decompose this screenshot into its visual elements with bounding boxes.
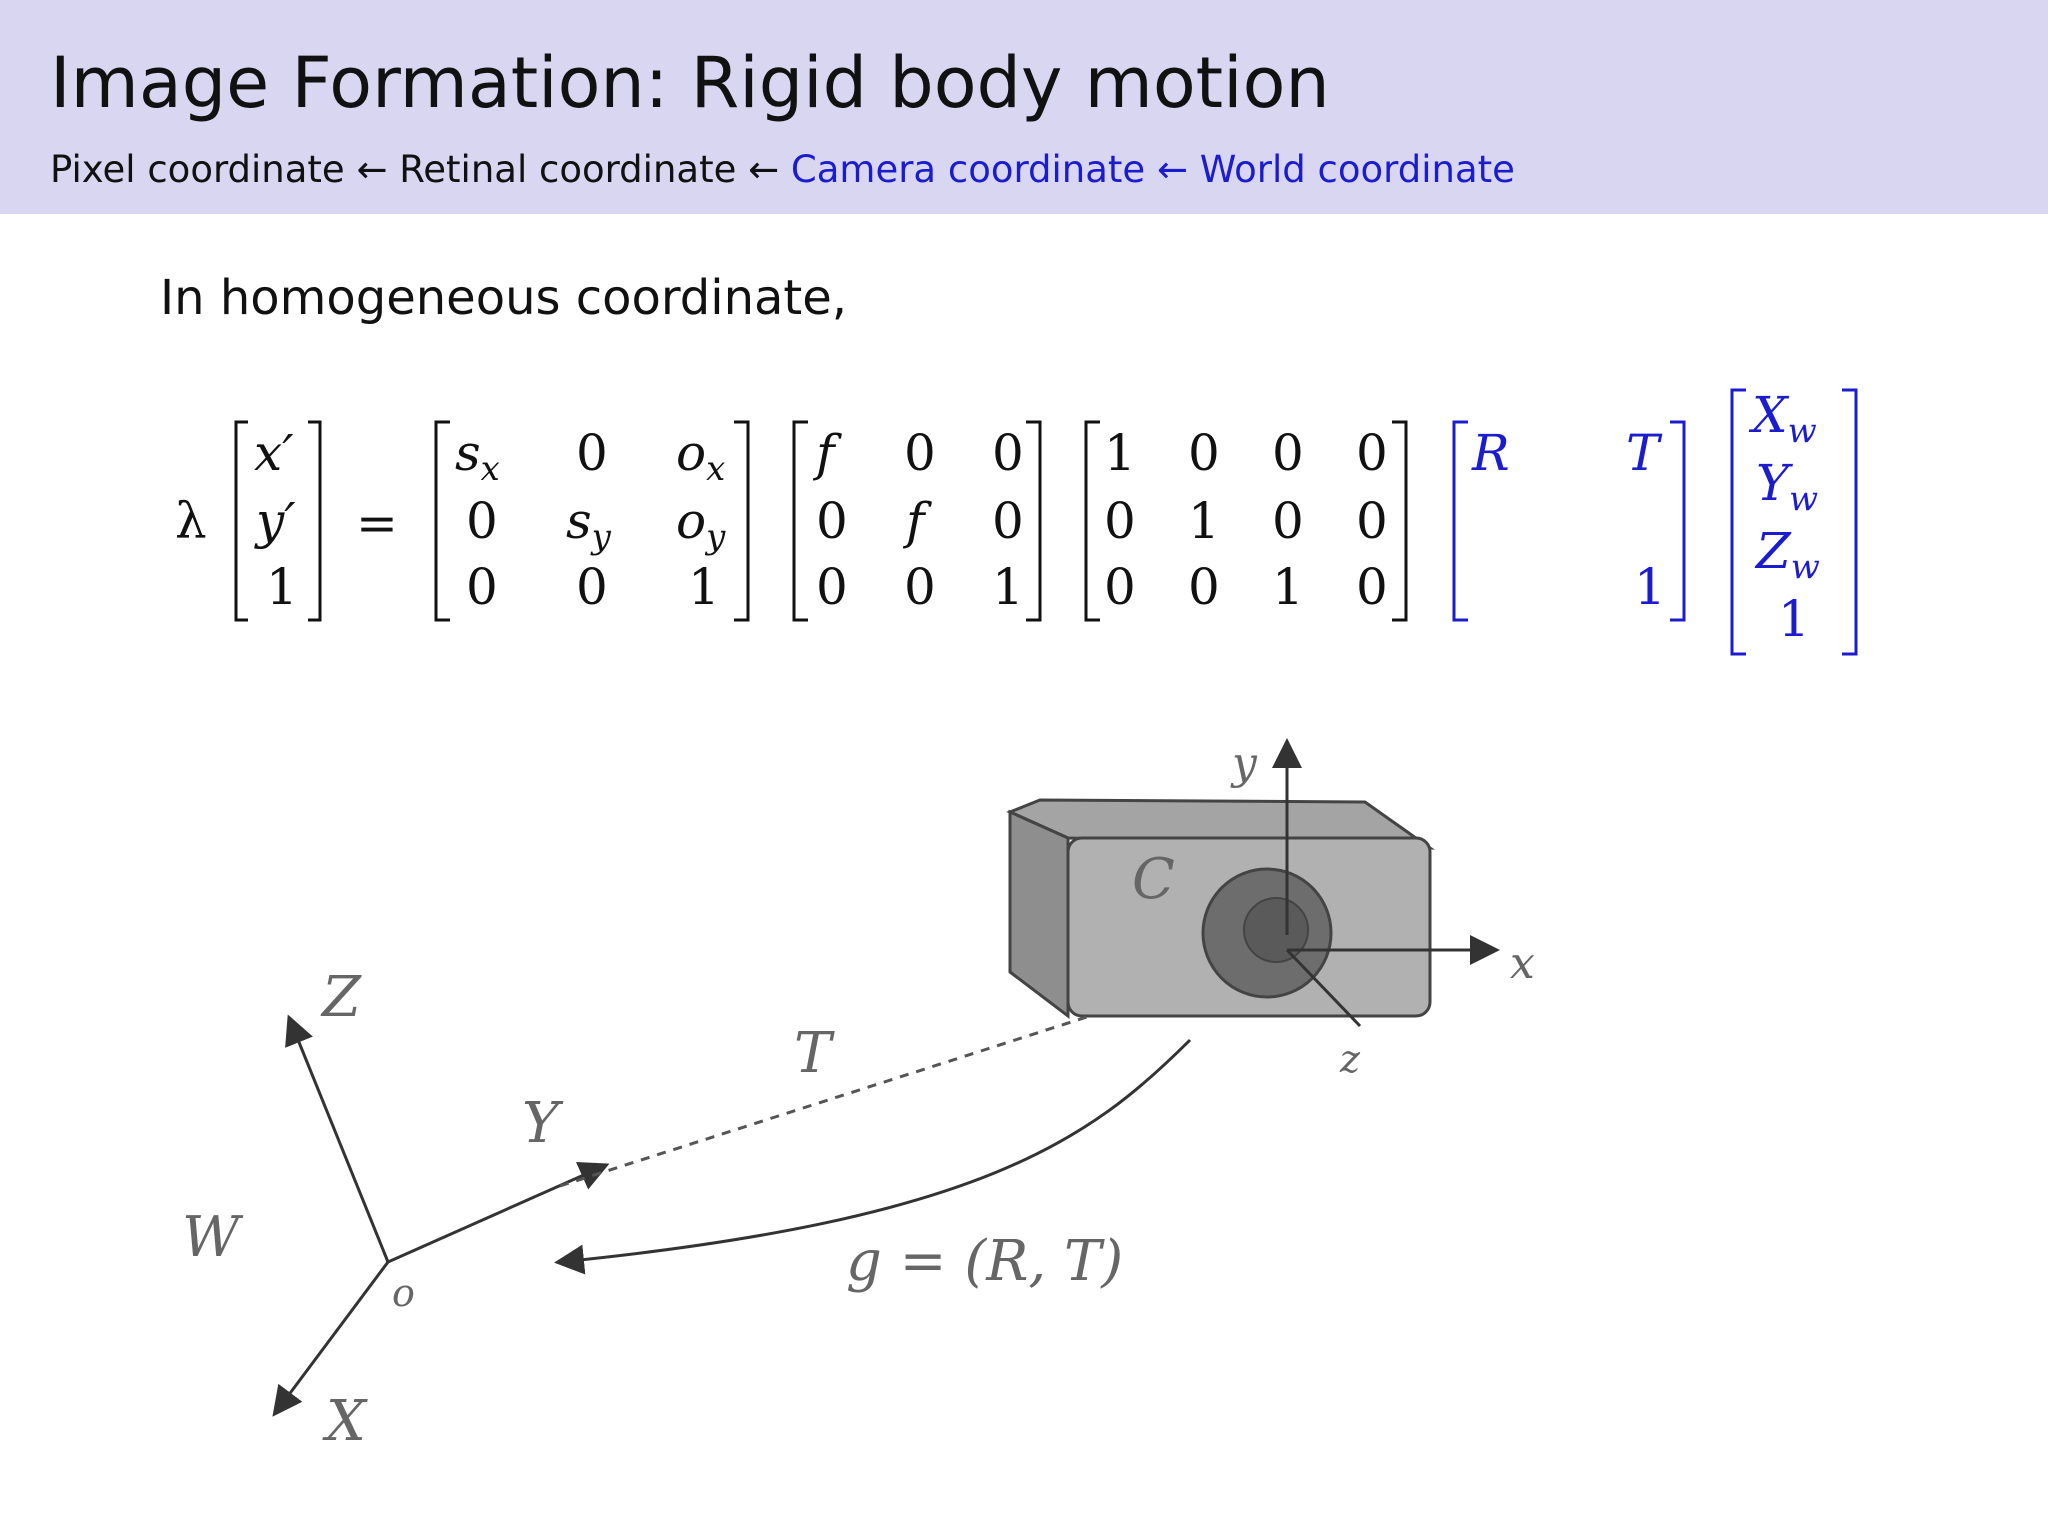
world-Y-label: Y — [522, 1091, 564, 1156]
m1-ox: ox — [676, 424, 725, 489]
camera-z-label: z — [1339, 1037, 1361, 1081]
world-x-axis — [272, 1261, 390, 1417]
m2-cell: 0 — [904, 424, 936, 482]
m2-cell: 0 — [816, 558, 848, 616]
transform-label: g = (R, T) — [846, 1229, 1123, 1294]
translation-T: T — [1626, 424, 1663, 482]
bracket — [1452, 420, 1468, 622]
lhs-y: y′ — [254, 492, 296, 550]
intro-text: In homogeneous coordinate, — [160, 270, 848, 326]
rhs-Zw: Zw — [1754, 522, 1820, 587]
pipeline-retinal: Retinal coordinate — [399, 148, 737, 191]
lhs-one: 1 — [266, 558, 298, 616]
m3-cell: 0 — [1104, 492, 1136, 550]
m3-cell: 1 — [1272, 558, 1304, 616]
bracket — [1084, 420, 1100, 622]
equals-sign: = — [356, 494, 398, 552]
camera-z-axis — [1285, 948, 1362, 1028]
slide-title: Image Formation: Rigid body motion — [50, 42, 1330, 124]
bracket — [1392, 420, 1408, 622]
arrow-1: ← — [356, 148, 388, 191]
m2-cell: 0 — [816, 492, 848, 550]
m1-cell: 1 — [688, 558, 720, 616]
camera-side-face — [1008, 809, 1070, 1020]
m2-cell: 0 — [992, 492, 1024, 550]
world-z-axis — [285, 1014, 390, 1263]
bracket — [1842, 388, 1858, 656]
m3-cell: 0 — [1188, 424, 1220, 482]
rotation-R: R — [1471, 424, 1510, 482]
translation-label: T — [794, 1021, 835, 1086]
camera-y-label: y — [1230, 738, 1258, 789]
transform-arrow — [554, 1038, 1192, 1275]
m3-cell: 0 — [1356, 492, 1388, 550]
m1-cell: 0 — [576, 424, 608, 482]
m1-sy: sy — [566, 492, 612, 557]
m1-cell: 0 — [466, 492, 498, 550]
m3-cell: 1 — [1188, 492, 1220, 550]
m2-cell: 0 — [992, 424, 1024, 482]
bracket — [734, 420, 750, 622]
bracket — [308, 420, 322, 622]
projection-equation: λ x′ y′ 1 = sx 0 ox 0 sy oy 0 0 1 — [175, 386, 1858, 656]
pipeline-subtitle: Pixel coordinate ← Retinal coordinate ← … — [50, 148, 1515, 191]
world-origin-label: o — [392, 1271, 415, 1315]
world-frame-label: W — [182, 1205, 244, 1270]
lambda-symbol: λ — [175, 492, 207, 550]
m3-cell: 0 — [1188, 558, 1220, 616]
focal-matrix: f 0 0 0 f 0 0 0 1 — [792, 420, 1042, 622]
world-point-vector: Xw Yw Zw 1 — [1730, 386, 1858, 656]
pipeline-pixel: Pixel coordinate — [50, 148, 345, 191]
world-y-axis — [387, 1162, 610, 1264]
translation-vector — [559, 1014, 1091, 1188]
m2-cell: f — [812, 424, 842, 482]
m3-cell: 0 — [1272, 424, 1304, 482]
rigid-transform-matrix: R T 1 — [1452, 420, 1686, 622]
m1-sx: sx — [455, 424, 500, 489]
arrow-2: ← — [748, 148, 780, 191]
m3-cell: 1 — [1104, 424, 1136, 482]
m3-cell: 0 — [1356, 424, 1388, 482]
camera-body — [1006, 798, 1435, 1020]
bracket — [1670, 420, 1686, 622]
m2-cell: 0 — [904, 558, 936, 616]
bracket — [1026, 420, 1042, 622]
world-Z-label: Z — [320, 965, 362, 1030]
camera-x-label: x — [1510, 938, 1535, 989]
m3-cell: 0 — [1272, 492, 1304, 550]
m4-one: 1 — [1634, 558, 1666, 616]
m1-cell: 0 — [466, 558, 498, 616]
bracket — [434, 420, 450, 622]
intrinsic-pixel-matrix: sx 0 ox 0 sy oy 0 0 1 — [434, 420, 750, 622]
rhs-Xw: Xw — [1748, 386, 1817, 451]
arrow-3: ← — [1156, 148, 1188, 191]
m1-oy: oy — [676, 492, 726, 557]
m1-cell: 0 — [576, 558, 608, 616]
rhs-one: 1 — [1778, 590, 1810, 648]
m2-cell: 1 — [992, 558, 1024, 616]
rigid-body-diagram: y C x z Z Y W o X T g = (R, T) — [182, 738, 1535, 1454]
m3-cell: 0 — [1104, 558, 1136, 616]
lhs-x: x′ — [254, 424, 294, 482]
pipeline-camera: Camera coordinate — [790, 148, 1146, 191]
bracket — [792, 420, 808, 622]
camera-lens-inner — [1243, 897, 1309, 963]
bracket — [234, 420, 248, 622]
lhs-vector: x′ y′ 1 — [234, 420, 322, 622]
pipeline-world: World coordinate — [1199, 148, 1515, 191]
m3-cell: 0 — [1356, 558, 1388, 616]
m2-cell: f — [902, 492, 932, 550]
canonical-projection-matrix: 1 0 0 0 0 1 0 0 0 0 1 0 — [1084, 420, 1408, 622]
camera-label: C — [1132, 847, 1175, 912]
rhs-Yw: Yw — [1756, 454, 1818, 519]
header-band: Image Formation: Rigid body motion Pixel… — [0, 0, 2048, 214]
world-X-label: X — [322, 1389, 368, 1454]
bracket — [1730, 388, 1746, 656]
